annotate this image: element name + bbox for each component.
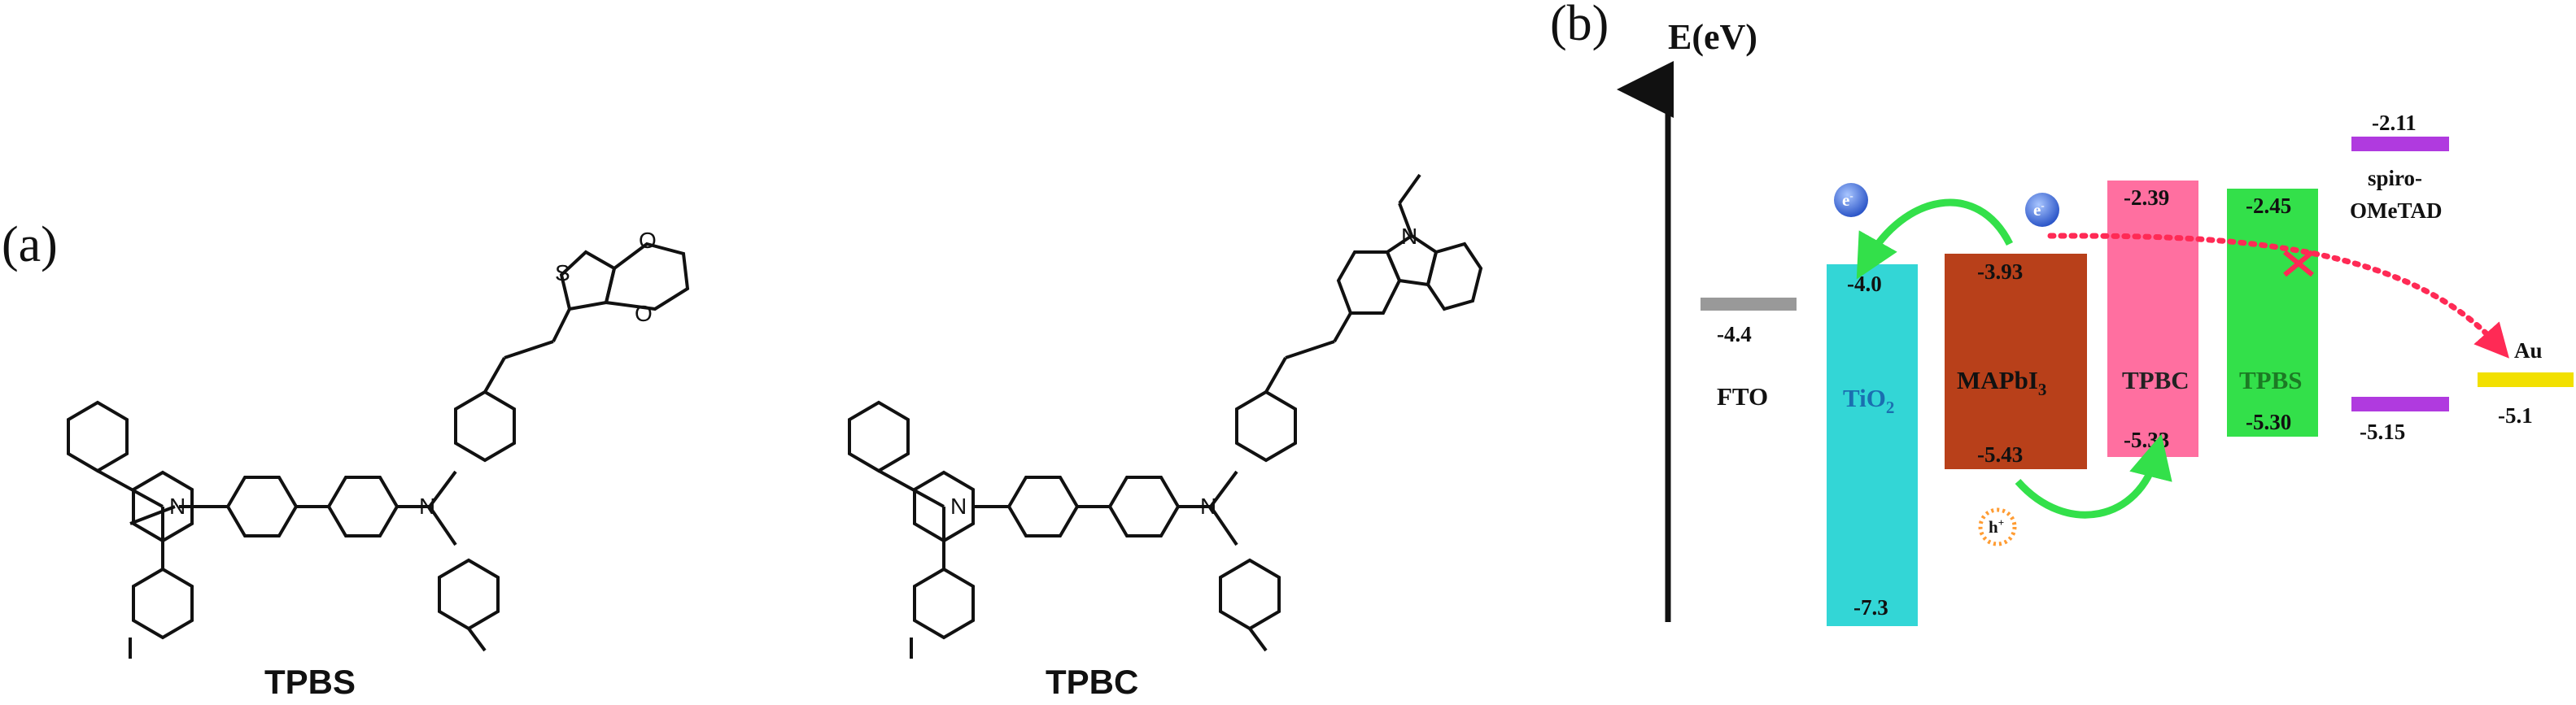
tpbc-structure <box>848 173 1483 659</box>
fto-name: FTO <box>1717 382 1768 411</box>
au-level: -5.1 <box>2498 403 2533 428</box>
benzene-ring <box>454 389 516 463</box>
electron-label-1: e- <box>1842 189 1853 210</box>
electron-icon <box>1834 183 1868 217</box>
benzene-ring <box>1235 389 1297 463</box>
tpbs-structure <box>67 242 690 659</box>
tpbs-name: TPBS <box>2239 366 2303 394</box>
mapbi3-lumo: -3.93 <box>1977 259 2023 284</box>
tpbc-n-right: N <box>1200 494 1216 519</box>
panel-a-label: (a) <box>2 217 58 272</box>
benzene-ring <box>438 558 500 631</box>
tio2-name: TiO2 <box>1843 384 1894 417</box>
tpbc-homo: -5.33 <box>2124 428 2169 452</box>
benzene-ring <box>67 400 129 473</box>
tio2-lumo: -4.0 <box>1847 272 1882 296</box>
tpbc-name: TPBC <box>1046 663 1139 701</box>
energy-axis-label: E(eV) <box>1668 17 1757 57</box>
tpbs-o-bottom: O <box>635 301 653 326</box>
electron-transfer-arrow <box>1856 198 2014 280</box>
tio2-homo: -7.3 <box>1853 595 1888 620</box>
tpbc-n-carbazole: N <box>1401 224 1417 249</box>
au-level-bar <box>2478 372 2574 387</box>
tpbc-lumo: -2.39 <box>2124 185 2169 210</box>
tpbs-s: S <box>555 260 570 285</box>
tpbc-n-left: N <box>950 494 967 519</box>
thiophene-ring <box>559 250 617 311</box>
mapbi3-homo: -5.43 <box>1977 442 2023 467</box>
tpbs-lumo: -2.45 <box>2246 194 2291 218</box>
electron-icon <box>2025 193 2059 227</box>
spiro-name-line2: OMeTAD <box>2350 198 2442 223</box>
benzene-ring <box>132 567 194 640</box>
mapbi3-band <box>1945 254 2087 469</box>
au-name: Au <box>2514 338 2543 363</box>
benzene-ring <box>1219 558 1281 631</box>
tpbs-o-top: O <box>639 228 657 253</box>
electron-label-2: e- <box>2033 199 2045 220</box>
dioxane-ring <box>604 242 690 311</box>
hole-transfer-arrow <box>2015 433 2172 519</box>
hole-label: h+ <box>1989 516 2004 537</box>
fto-level: -4.4 <box>1717 322 1752 346</box>
benzene-ring <box>913 567 975 640</box>
tio2-band <box>1827 264 1918 626</box>
benzene-ring <box>225 476 299 537</box>
tpbs-n-left: N <box>169 494 186 519</box>
spiro-lumo: -2.11 <box>2372 111 2417 135</box>
panel-b-label: (b) <box>1550 0 1609 51</box>
benzene-ring <box>848 400 910 473</box>
spiro-name-line1: spiro- <box>2368 166 2422 190</box>
spiro-homo: -5.15 <box>2360 420 2405 444</box>
tpbs-band <box>2227 189 2318 437</box>
tpbc-name: TPBC <box>2122 366 2190 394</box>
benzene-ring <box>326 476 399 537</box>
blocked-electron-path <box>2047 233 2509 359</box>
spiro-lumo-bar <box>2351 137 2449 151</box>
tpbs-n-right: N <box>419 494 435 519</box>
spiro-homo-bar <box>2351 397 2449 411</box>
mapbi3-name: MAPbI3 <box>1957 366 2046 399</box>
fto-level-bar <box>1701 298 1797 311</box>
tpbs-homo: -5.30 <box>2246 410 2291 434</box>
tpbs-name: TPBS <box>264 663 356 701</box>
benzene-ring <box>1426 242 1483 311</box>
benzene-ring <box>1006 476 1080 537</box>
tpbc-band <box>2107 181 2198 457</box>
block-cross-icon <box>2283 250 2314 277</box>
hole-icon <box>1978 507 2017 546</box>
benzene-ring <box>1107 476 1181 537</box>
